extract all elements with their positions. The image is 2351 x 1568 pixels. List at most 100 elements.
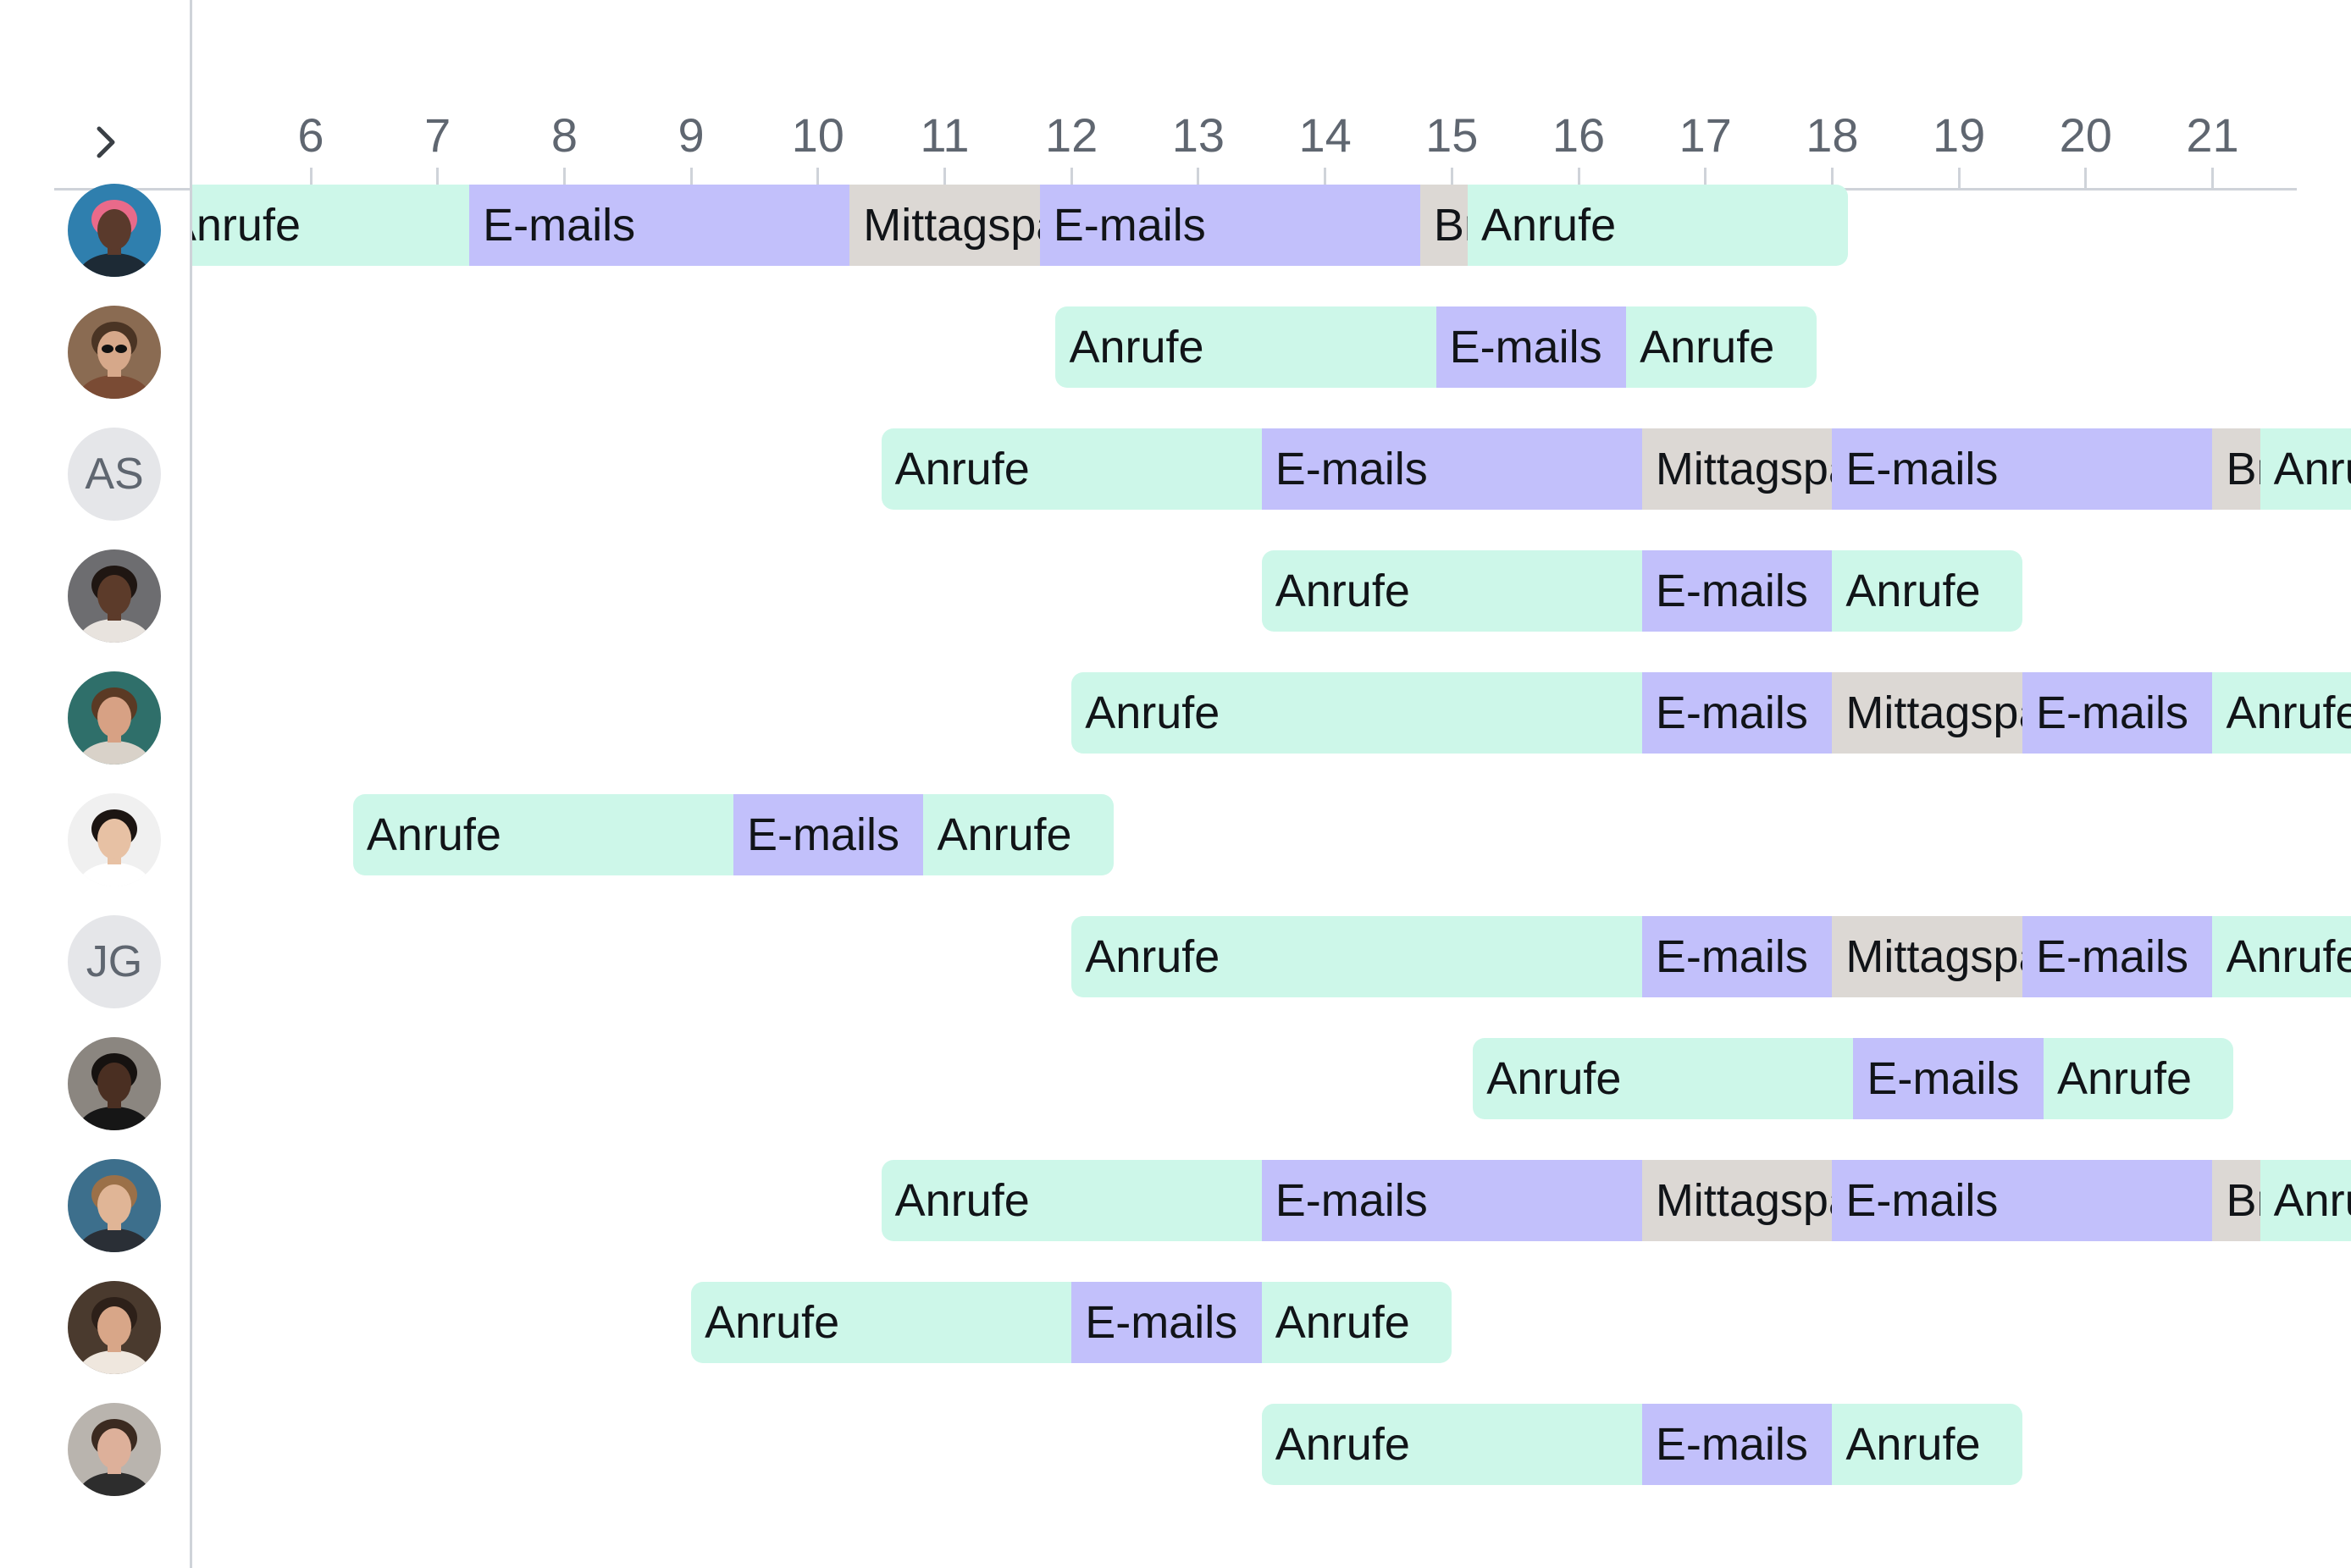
- schedule-track: AnrufeE-mailsMittagspauseE-mailsBreakAnr…: [192, 1145, 2351, 1267]
- activity-segment-calls[interactable]: Anrufe: [352, 794, 733, 875]
- activity-segment-break[interactable]: Break: [2212, 1160, 2260, 1241]
- axis-tick: [1450, 168, 1453, 188]
- avatar[interactable]: [68, 671, 161, 765]
- activity-segment-emails[interactable]: E-mails: [1853, 1038, 2044, 1119]
- activity-segment-calls[interactable]: Anrufe: [1468, 185, 1849, 266]
- chevron-right-icon: [97, 126, 115, 158]
- avatar-initials: JG: [86, 937, 143, 986]
- activity-segment-calls[interactable]: Anrufe: [2260, 428, 2351, 510]
- activity-segment-emails[interactable]: E-mails: [1435, 306, 1627, 388]
- activity-segment-calls[interactable]: Anrufe: [1261, 550, 1642, 632]
- activity-segment-emails[interactable]: E-mails: [469, 185, 850, 266]
- activity-segment-calls[interactable]: Anrufe: [192, 185, 470, 266]
- avatar[interactable]: [68, 184, 161, 277]
- activity-segment-break[interactable]: Mittagspause: [1641, 428, 1833, 510]
- activity-segment-calls[interactable]: Anrufe: [1071, 916, 1642, 997]
- avatar[interactable]: [68, 1403, 161, 1496]
- axis-hour-label: 13: [1171, 108, 1225, 162]
- axis-tick: [309, 168, 313, 188]
- activity-segment-emails[interactable]: E-mails: [733, 794, 924, 875]
- avatar[interactable]: [68, 306, 161, 399]
- person-woman-white-photo: [68, 793, 161, 886]
- activity-segment-calls[interactable]: Anrufe: [1261, 1404, 1642, 1485]
- timeline-divider: [190, 0, 192, 1568]
- axis-hour-label: 17: [1679, 108, 1732, 162]
- activity-segment-break[interactable]: Mittagspause: [1641, 1160, 1833, 1241]
- avatar[interactable]: [68, 1037, 161, 1130]
- activity-segment-emails[interactable]: E-mails: [2022, 916, 2213, 997]
- activity-segment-calls[interactable]: Anrufe: [1473, 1038, 1854, 1119]
- person-laughing-man-photo: [68, 1037, 161, 1130]
- activity-segment-break[interactable]: Mittagspause: [849, 185, 1040, 266]
- shift-bar[interactable]: AnrufeE-mailsMittagspauseE-mailsBreakAnr…: [192, 185, 1849, 266]
- activity-segment-emails[interactable]: E-mails: [1261, 1160, 1642, 1241]
- activity-segment-calls[interactable]: Anrufe: [881, 1160, 1262, 1241]
- activity-segment-calls[interactable]: Anrufe: [881, 428, 1262, 510]
- activity-segment-calls[interactable]: Anrufe: [2212, 916, 2351, 997]
- activity-segment-calls[interactable]: Anrufe: [1832, 1404, 2022, 1485]
- avatar[interactable]: [68, 1281, 161, 1374]
- axis-hour-label: 16: [1552, 108, 1606, 162]
- activity-segment-emails[interactable]: E-mails: [1039, 185, 1420, 266]
- shift-bar[interactable]: AnrufeE-mailsMittagspauseE-mailsBreakAnr…: [881, 428, 2351, 510]
- activity-segment-emails[interactable]: E-mails: [1261, 428, 1642, 510]
- avatar[interactable]: JG: [68, 915, 161, 1008]
- axis-hour-label: 15: [1425, 108, 1479, 162]
- activity-segment-calls[interactable]: Anrufe: [1071, 672, 1642, 754]
- avatar-initials: AS: [85, 450, 144, 499]
- avatar[interactable]: [68, 1159, 161, 1252]
- activity-segment-calls[interactable]: Anrufe: [1832, 550, 2022, 632]
- axis-tick: [2084, 168, 2088, 188]
- activity-segment-calls[interactable]: Anrufe: [923, 794, 1115, 875]
- activity-segment-break[interactable]: Break: [2212, 428, 2260, 510]
- avatar[interactable]: [68, 793, 161, 886]
- activity-segment-emails[interactable]: E-mails: [1641, 916, 1833, 997]
- activity-segment-break[interactable]: Mittagspause: [1832, 916, 2022, 997]
- activity-segment-break[interactable]: Break: [1419, 185, 1468, 266]
- avatar[interactable]: [68, 549, 161, 643]
- activity-segment-calls[interactable]: Anrufe: [1055, 306, 1436, 388]
- activity-segment-emails[interactable]: E-mails: [1641, 550, 1833, 632]
- agent-row: ASAnrufeE-mailsMittagspauseE-mailsBreakA…: [0, 413, 2351, 535]
- activity-segment-emails[interactable]: E-mails: [2022, 672, 2213, 754]
- activity-segment-break[interactable]: Mittagspause: [1832, 672, 2022, 754]
- shift-bar[interactable]: AnrufeE-mailsMittagspauseE-mailsBreakAnr…: [881, 1160, 2351, 1241]
- axis-tick: [943, 168, 946, 188]
- activity-segment-emails[interactable]: E-mails: [1641, 672, 1833, 754]
- activity-segment-calls[interactable]: Anrufe: [691, 1282, 1072, 1363]
- activity-segment-calls[interactable]: Anrufe: [2043, 1038, 2234, 1119]
- axis-tick: [562, 168, 566, 188]
- axis-hour-label: 7: [424, 108, 451, 162]
- activity-segment-calls[interactable]: Anrufe: [2260, 1160, 2351, 1241]
- axis-hour-label: 20: [2059, 108, 2112, 162]
- axis-hour-label: 12: [1045, 108, 1098, 162]
- activity-segment-calls[interactable]: Anrufe: [1626, 306, 1817, 388]
- activity-segment-emails[interactable]: E-mails: [1832, 428, 2213, 510]
- activity-segment-calls[interactable]: Anrufe: [1261, 1282, 1452, 1363]
- axis-tick: [1830, 168, 1834, 188]
- activity-segment-emails[interactable]: E-mails: [1641, 1404, 1833, 1485]
- axis-tick: [689, 168, 693, 188]
- agent-row: AnrufeE-mailsMittagspauseE-mailsBreakAnr…: [0, 1145, 2351, 1267]
- activity-segment-emails[interactable]: E-mails: [1071, 1282, 1262, 1363]
- expand-button[interactable]: [80, 117, 131, 168]
- activity-segment-emails[interactable]: E-mails: [1832, 1160, 2213, 1241]
- axis-tick: [2211, 168, 2214, 188]
- activity-segment-calls[interactable]: Anrufe: [2212, 672, 2351, 754]
- avatar[interactable]: AS: [68, 428, 161, 521]
